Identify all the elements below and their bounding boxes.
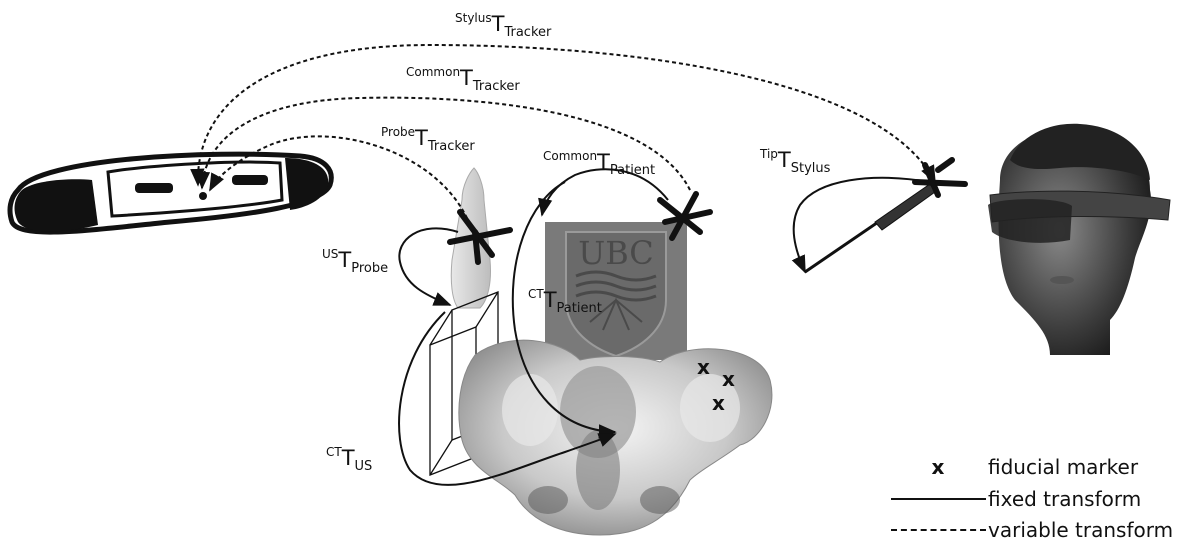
headset-user <box>988 124 1170 355</box>
legend-fiducial-symbol: x <box>888 456 988 478</box>
optical-tracker <box>10 154 331 232</box>
legend-solid-line <box>888 488 988 510</box>
label-ct-us: CTTUS <box>326 448 372 469</box>
fiducial-marker: x <box>712 391 725 415</box>
label-base: T <box>492 12 505 36</box>
legend-variable-label: variable transform <box>988 518 1173 542</box>
legend-fixed: fixed transform <box>888 487 1141 511</box>
legend-fixed-label: fixed transform <box>988 487 1141 511</box>
label-base: T <box>460 66 473 90</box>
label-pre: Common <box>406 65 460 79</box>
tip-stylus-arrow <box>794 178 930 272</box>
label-sub: Patient <box>557 301 602 316</box>
label-base: T <box>597 150 610 174</box>
label-sub: Stylus <box>791 161 831 176</box>
label-base: T <box>415 126 428 150</box>
label-common-patient: CommonTPatient <box>543 152 655 173</box>
label-common-tracker: CommonTTracker <box>406 68 520 89</box>
label-sub: US <box>355 459 373 474</box>
label-pre: CT <box>528 287 544 301</box>
label-pre: CT <box>326 445 342 459</box>
legend-variable: variable transform <box>888 518 1173 542</box>
label-stylus-tracker: StylusTTracker <box>455 14 551 35</box>
shield-text: UBC <box>578 234 654 272</box>
label-base: T <box>778 148 791 172</box>
label-ct-patient: CTTPatient <box>528 290 602 311</box>
label-base: T <box>544 288 557 312</box>
label-pre: Tip <box>760 147 778 161</box>
label-pre: US <box>322 247 338 261</box>
label-sub: Tracker <box>428 139 475 154</box>
label-sub: Tracker <box>473 79 520 94</box>
label-sub: Probe <box>351 261 388 276</box>
label-pre: Stylus <box>455 11 492 25</box>
legend-fiducial-label: fiducial marker <box>988 455 1138 479</box>
fiducial-marker: x <box>722 367 735 391</box>
stylus-tool <box>805 184 935 272</box>
label-probe-tracker: ProbeTTracker <box>381 128 475 149</box>
label-base: T <box>342 446 355 470</box>
label-sub: Tracker <box>504 25 551 40</box>
legend-x-glyph: x <box>932 455 945 479</box>
fiducial-marker: x <box>697 355 710 379</box>
label-sub: Patient <box>610 163 655 178</box>
label-pre: Common <box>543 149 597 163</box>
legend-dashed-line <box>888 519 988 541</box>
label-base: T <box>338 248 351 272</box>
label-pre: Probe <box>381 125 415 139</box>
legend-fiducial: x fiducial marker <box>888 455 1138 479</box>
label-us-probe: USTProbe <box>322 250 388 271</box>
label-tip-stylus: TipTStylus <box>760 150 830 171</box>
